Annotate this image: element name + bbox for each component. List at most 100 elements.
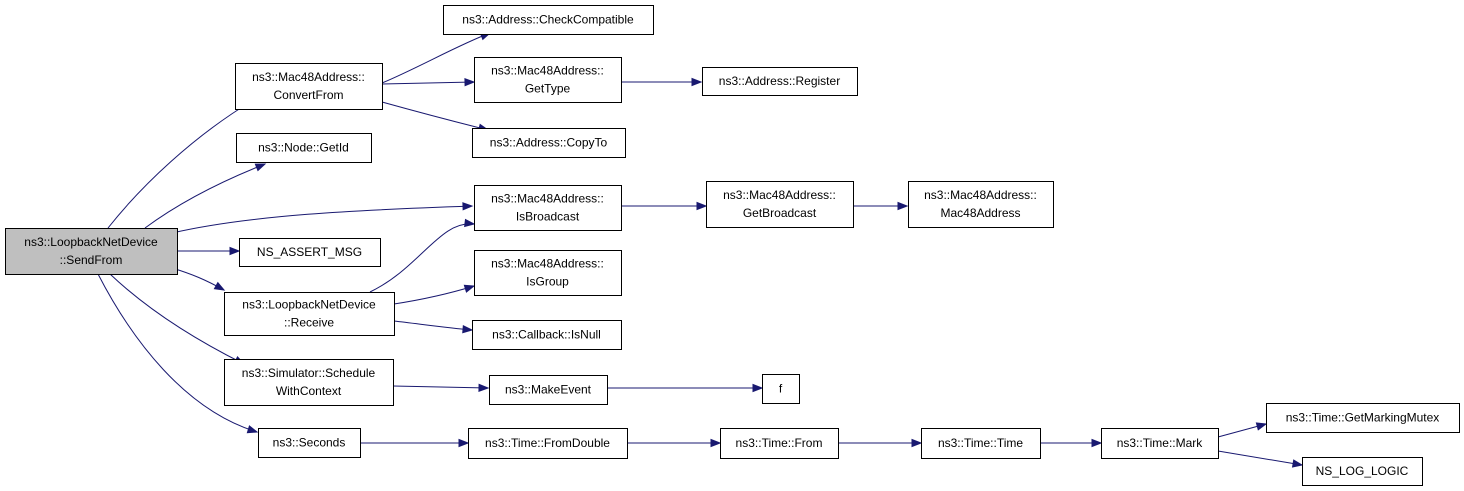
edge-line [1217, 450, 1303, 466]
node-box[interactable] [236, 133, 372, 163]
node-box[interactable] [474, 57, 622, 103]
node-box[interactable] [5, 228, 178, 275]
node-box[interactable] [258, 428, 361, 458]
node-box[interactable] [908, 181, 1054, 228]
node-register[interactable]: ns3::Address::Register [702, 67, 858, 96]
edge-line [171, 205, 473, 234]
node-box[interactable] [762, 374, 800, 404]
edge-line [381, 81, 475, 85]
arrowhead-icon [478, 383, 490, 393]
edge-line [393, 320, 473, 331]
edge-receive-to-isnull [393, 320, 474, 334]
arrowhead-icon [1291, 459, 1304, 468]
node-fromdouble[interactable]: ns3::Time::FromDouble [468, 428, 628, 459]
node-getbroadcast[interactable]: ns3::Mac48Address::GetBroadcast [706, 181, 854, 228]
arrowhead-icon [897, 201, 909, 211]
node-box[interactable] [468, 428, 628, 459]
node-receive[interactable]: ns3::LoopbackNetDevice::Receive [224, 292, 395, 336]
node-box[interactable] [443, 5, 654, 35]
edge-convertfrom-to-copyto [381, 101, 490, 132]
node-box[interactable] [720, 428, 839, 459]
node-box[interactable] [472, 128, 626, 158]
node-label: ns3::Time::Time [938, 436, 1023, 450]
node-box[interactable] [472, 320, 622, 350]
node-box[interactable] [239, 238, 381, 267]
arrowhead-icon [691, 77, 703, 87]
node-copyto[interactable]: ns3::Address::CopyTo [472, 128, 626, 158]
edge-senfrom-to-convertfrom [107, 100, 254, 229]
edge-senfrom-to-isbroadcast [171, 202, 474, 234]
node-ctor[interactable]: ns3::Mac48Address::Mac48Address [908, 181, 1054, 228]
node-loglogic[interactable]: NS_LOG_LOGIC [1302, 457, 1423, 486]
node-label: ns3::LoopbackNetDevice [24, 235, 158, 249]
edge-getbroadcast-to-ctor [853, 201, 909, 211]
node-label: GetBroadcast [743, 206, 817, 220]
node-box[interactable] [706, 181, 854, 228]
edge-senfrom-to-schedule [109, 273, 246, 365]
node-box[interactable] [1101, 428, 1219, 459]
node-isnull[interactable]: ns3::Callback::IsNull [472, 320, 622, 350]
edge-time-to-mark [1040, 438, 1103, 448]
node-time[interactable]: ns3::Time::Time [921, 428, 1041, 459]
node-label: ns3::Mac48Address:: [252, 70, 365, 84]
node-label: ns3::MakeEvent [505, 383, 592, 397]
node-label: ns3::Mac48Address:: [491, 257, 604, 271]
node-checkcompat[interactable]: ns3::Address::CheckCompatible [443, 5, 654, 35]
arrowhead-icon [1255, 422, 1268, 431]
node-label: ns3::Mac48Address:: [924, 188, 1037, 202]
arrowhead-icon [463, 284, 476, 293]
edge-line [144, 163, 266, 229]
edge-line [381, 32, 491, 84]
node-f[interactable]: f [762, 374, 800, 404]
node-seconds[interactable]: ns3::Seconds [258, 428, 361, 458]
arrowhead-icon [462, 324, 474, 334]
node-getid[interactable]: ns3::Node::GetId [236, 133, 372, 163]
edge-line [107, 100, 253, 229]
node-gettype[interactable]: ns3::Mac48Address::GetType [474, 57, 622, 103]
node-box[interactable] [702, 67, 858, 96]
edge-senfrom-to-receive [171, 267, 226, 291]
node-label: ns3::Simulator::Schedule [242, 366, 376, 380]
node-mutex[interactable]: ns3::Time::GetMarkingMutex [1266, 403, 1460, 433]
edge-mark-to-mutex [1217, 422, 1268, 438]
edge-from-to-time [838, 438, 923, 448]
arrowhead-icon [229, 246, 241, 256]
edge-senfrom-to-getid [144, 163, 267, 229]
edge-fromdouble-to-from [627, 438, 722, 448]
node-box[interactable] [474, 250, 622, 296]
node-box[interactable] [1302, 457, 1423, 486]
node-isgroup[interactable]: ns3::Mac48Address::IsGroup [474, 250, 622, 296]
node-box[interactable] [921, 428, 1041, 459]
node-label: ConvertFrom [273, 88, 343, 102]
node-box[interactable] [489, 375, 608, 405]
node-box[interactable] [235, 63, 383, 110]
node-label: ns3::Time::Mark [1117, 436, 1204, 450]
edge-line [109, 273, 245, 365]
node-mark[interactable]: ns3::Time::Mark [1101, 428, 1219, 459]
node-from[interactable]: ns3::Time::From [720, 428, 839, 459]
node-convertfrom[interactable]: ns3::Mac48Address::ConvertFrom [235, 63, 383, 110]
arrowhead-icon [911, 438, 923, 448]
arrowhead-icon [254, 163, 267, 172]
edge-convertfrom-to-gettype [381, 77, 476, 87]
node-isbroadcast[interactable]: ns3::Mac48Address::IsBroadcast [474, 185, 622, 231]
node-label: IsGroup [526, 275, 569, 289]
node-label: WithContext [276, 384, 342, 398]
node-label: ns3::Time::GetMarkingMutex [1286, 411, 1440, 425]
arrowhead-icon [1091, 438, 1103, 448]
node-label: ns3::Callback::IsNull [492, 328, 601, 342]
node-makeevent[interactable]: ns3::MakeEvent [489, 375, 608, 405]
node-box[interactable] [224, 359, 394, 406]
edge-line [381, 101, 489, 131]
node-box[interactable] [474, 185, 622, 231]
node-box[interactable] [1266, 403, 1460, 433]
node-label: ns3::Address::Register [719, 74, 840, 88]
node-label: Mac48Address [940, 206, 1020, 220]
node-box[interactable] [224, 292, 395, 336]
node-assert[interactable]: NS_ASSERT_MSG [239, 238, 381, 267]
arrowhead-icon [710, 438, 722, 448]
arrowhead-icon [246, 425, 259, 434]
node-label: ns3::Mac48Address:: [491, 192, 604, 206]
node-senfrom[interactable]: ns3::LoopbackNetDevice::SendFrom [5, 228, 178, 275]
